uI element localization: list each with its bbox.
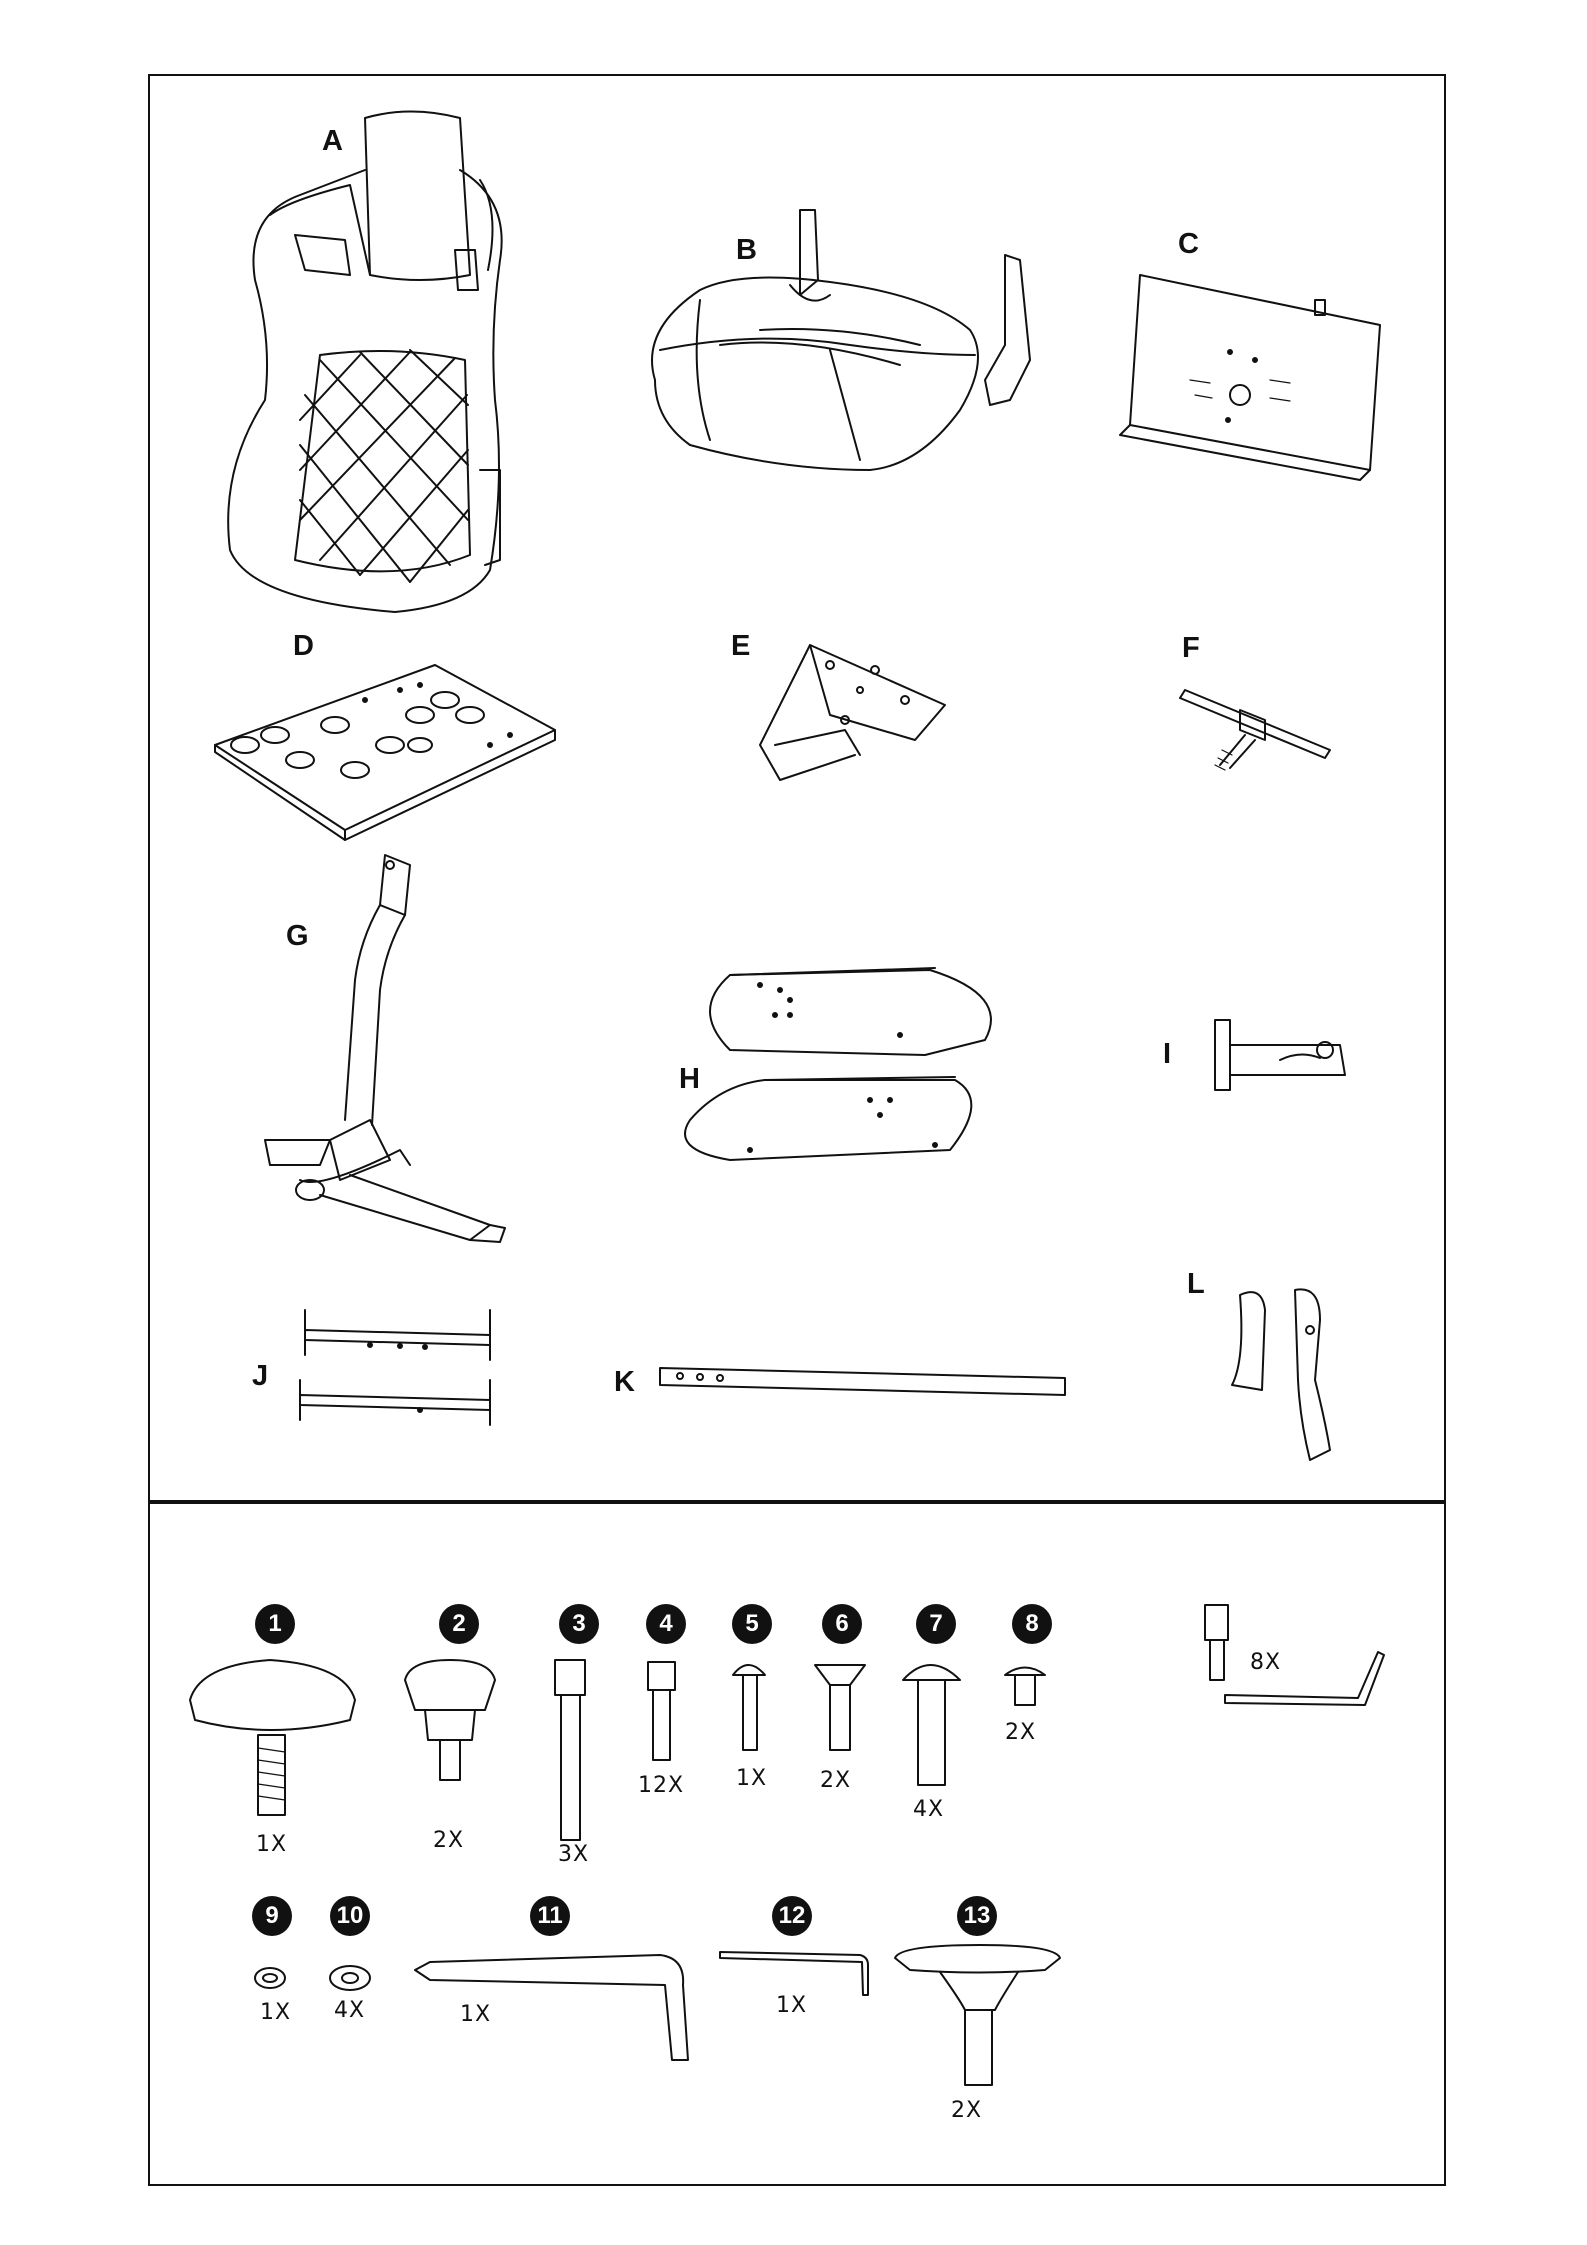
seat-back-illustration <box>228 112 501 613</box>
hardware-qty-8: 2X <box>1005 1720 1036 1745</box>
seat-cushion-illustration <box>652 210 1030 470</box>
part-label-l: L <box>1187 1268 1205 1301</box>
part-label-d: D <box>293 630 314 663</box>
hardware-1-illustration <box>190 1660 355 1815</box>
base-plate-d-illustration <box>215 665 555 840</box>
hardware-qty-1: 1X <box>256 1832 287 1857</box>
hex-key-set-qty: 8X <box>1250 1650 1281 1675</box>
hardware-qty-7: 4X <box>913 1797 944 1822</box>
hardware-qty-6: 2X <box>820 1768 851 1793</box>
hardware-11-illustration <box>415 1955 688 2060</box>
hardware-badge-2: 2 <box>439 1604 479 1644</box>
hex-key-set-illustration <box>1205 1605 1384 1705</box>
hardware-13-illustration <box>895 1945 1060 2085</box>
hardware-badge-3: 3 <box>559 1604 599 1644</box>
hardware-badge-1: 1 <box>255 1604 295 1644</box>
hardware-7-illustration <box>903 1665 960 1785</box>
hardware-12-illustration <box>720 1952 868 1995</box>
side-plates-h-illustration <box>685 968 991 1160</box>
hardware-badge-5: 5 <box>732 1604 772 1644</box>
part-label-h: H <box>679 1063 700 1096</box>
hardware-badge-13: 13 <box>957 1896 997 1936</box>
part-label-f: F <box>1182 632 1200 665</box>
part-label-k: K <box>614 1366 635 1399</box>
bracket-e-illustration <box>760 645 945 780</box>
bracket-i-illustration <box>1215 1020 1345 1090</box>
wheel-stand-g-illustration <box>265 855 505 1242</box>
hardware-badge-6: 6 <box>822 1604 862 1644</box>
part-label-a: A <box>322 125 343 158</box>
hardware-qty-2: 2X <box>433 1828 464 1853</box>
part-label-g: G <box>286 920 309 953</box>
hardware-3-illustration <box>555 1660 585 1840</box>
hardware-badge-11: 11 <box>530 1896 570 1936</box>
hardware-qty-12: 1X <box>776 1993 807 2018</box>
hardware-6-illustration <box>815 1665 865 1750</box>
hardware-qty-9: 1X <box>260 2000 291 2025</box>
hardware-4-illustration <box>648 1662 675 1760</box>
hardware-qty-3: 3X <box>558 1842 589 1867</box>
rails-j-illustration <box>300 1310 490 1425</box>
hardware-badge-12: 12 <box>772 1896 812 1936</box>
hardware-5-illustration <box>733 1665 765 1750</box>
part-label-j: J <box>252 1360 268 1393</box>
hardware-2-illustration <box>405 1660 495 1780</box>
part-label-e: E <box>731 630 750 663</box>
mount-plate-c-illustration <box>1120 275 1380 480</box>
t-bolt-f-illustration <box>1180 690 1330 770</box>
hardware-qty-10: 4X <box>334 1998 365 2023</box>
hardware-qty-13: 2X <box>951 2098 982 2123</box>
part-label-i: I <box>1163 1038 1171 1071</box>
hardware-9-illustration <box>255 1968 285 1988</box>
hardware-badge-10: 10 <box>330 1896 370 1936</box>
part-label-b: B <box>736 234 757 267</box>
long-bar-k-illustration <box>660 1368 1065 1395</box>
hardware-10-illustration <box>330 1966 370 1990</box>
brackets-l-illustration <box>1232 1289 1330 1460</box>
hardware-qty-11: 1X <box>460 2002 491 2027</box>
hardware-8-illustration <box>1005 1668 1045 1706</box>
hardware-qty-4: 12X <box>638 1773 684 1798</box>
hardware-badge-7: 7 <box>916 1604 956 1644</box>
hardware-badge-9: 9 <box>252 1896 292 1936</box>
hardware-badge-4: 4 <box>646 1604 686 1644</box>
hardware-qty-5: 1X <box>736 1766 767 1791</box>
part-label-c: C <box>1178 228 1199 261</box>
hardware-badge-8: 8 <box>1012 1604 1052 1644</box>
